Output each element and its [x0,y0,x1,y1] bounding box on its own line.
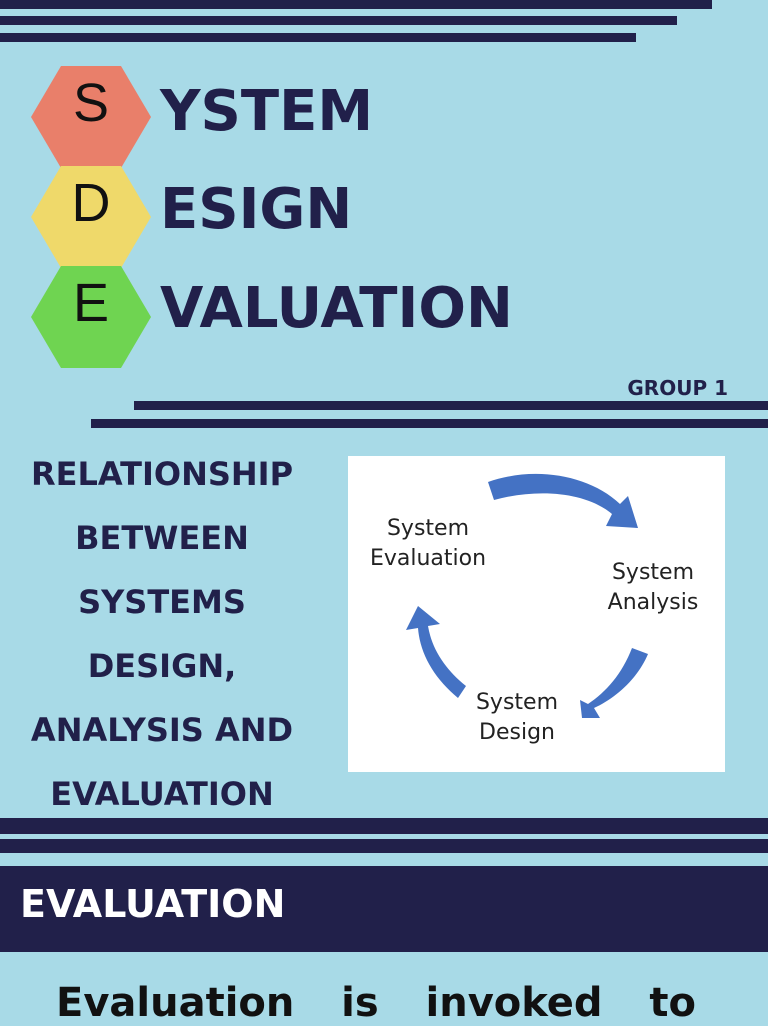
relationship-line: EVALUATION [50,775,274,813]
relationship-heading: RELATIONSHIP BETWEEN SYSTEMS DESIGN, ANA… [22,442,302,826]
lower-bar-2 [0,839,768,853]
cycle-arrows [406,473,648,718]
hexagon-letter-s: S [72,73,110,133]
relationship-line: DESIGN, [87,647,237,685]
body-word: is [341,980,379,1026]
body-word: to [649,980,696,1026]
arrow-evaluation-to-analysis [488,473,638,528]
mid-bar-1 [134,401,768,410]
node-label-line: Analysis [607,590,699,615]
section-heading-band [0,866,768,952]
node-system-design: System Design [462,688,572,748]
hexagon-d [31,166,151,268]
arrow-design-to-evaluation [406,606,466,698]
top-bar-3 [0,33,636,42]
cycle-diagram: System Evaluation System Analysis System… [348,456,725,772]
title-word-system: YSTEM [160,79,374,144]
body-word: Evaluation [56,980,295,1026]
hexagon-e [31,266,151,368]
node-label-line: System [386,516,470,541]
node-label-line: System [611,560,695,585]
hexagon-letter-e: E [72,273,110,333]
relationship-line: ANALYSIS AND [30,711,294,749]
title-word-evaluation: VALUATION [160,276,513,341]
relationship-line: SYSTEMS [78,583,246,621]
node-label-line: System [475,690,559,715]
section-heading: EVALUATION [20,882,286,926]
hexagon-letter-d: D [71,173,111,233]
hexagon-s [31,66,151,168]
node-label-line: Design [479,720,555,745]
top-bar-1 [0,0,712,9]
relationship-line: BETWEEN [75,519,249,557]
body-word: invoked [425,980,603,1026]
top-bar-2 [0,16,677,25]
section-body-text: Evaluation is invoked to [56,980,696,1026]
title-word-design: ESIGN [160,177,353,242]
node-system-analysis: System Analysis [598,558,708,618]
lower-bar-1 [0,818,768,834]
mid-bar-2 [91,419,768,428]
node-system-evaluation: System Evaluation [368,514,488,574]
group-label: GROUP 1 [627,376,728,400]
arrow-analysis-to-design [580,648,648,718]
node-label-line: Evaluation [369,546,487,571]
relationship-line: RELATIONSHIP [30,455,294,493]
